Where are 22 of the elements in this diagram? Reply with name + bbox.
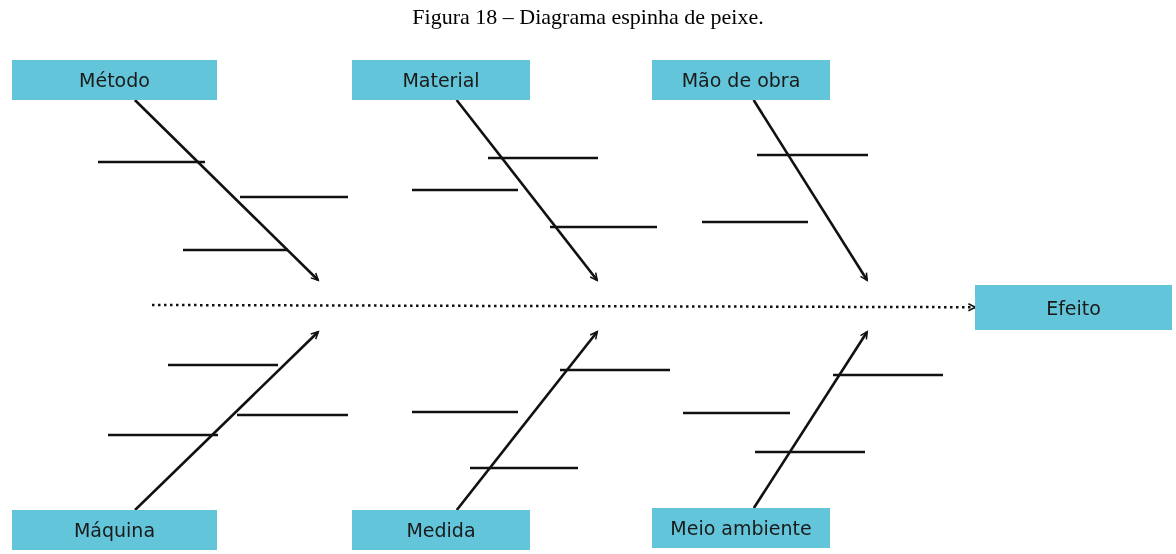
category-box [652,508,830,548]
category-box [12,510,217,550]
bone-arrow [134,331,319,511]
category-label: Medida [406,519,476,541]
bone-arrow [752,99,869,281]
category-label: Máquina [73,519,156,541]
category-box [975,285,1172,330]
bone-arrow [455,331,598,511]
dotted-spine-arrow [152,303,976,312]
category-label: Mão de obra [681,69,801,91]
category-label: Material [402,69,480,91]
category-box [12,60,217,100]
bone-arrow [455,99,599,281]
bone-arrow [752,331,869,509]
category-label: Meio ambiente [670,517,812,539]
category-label: Efeito [1046,296,1101,319]
category-box [352,510,530,550]
category-box [352,60,530,100]
category-label: Método [79,69,150,91]
category-box [652,60,830,100]
bone-arrow [133,99,319,281]
figure-title: Figura 18 – Diagrama espinha de peixe. [412,4,764,30]
